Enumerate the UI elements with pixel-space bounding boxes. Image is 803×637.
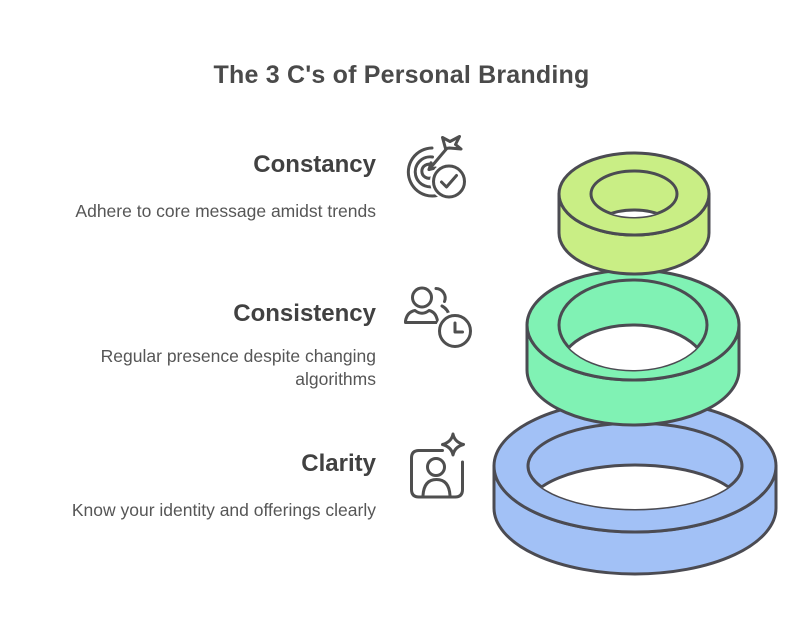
section-heading-clarity: Clarity [301,450,376,477]
check-icon [430,162,467,199]
front-person [404,286,439,324]
section-heading-constancy: Constancy [253,151,376,178]
section-heading-consistency: Consistency [233,300,376,327]
section-description-constancy: Adhere to core message amidst trends [75,201,376,221]
people-clock-icon [404,286,472,348]
badge-frame [410,449,464,499]
target-dart-check-icon [406,135,467,199]
ring-consistency [525,268,741,427]
ring-clarity [492,398,778,576]
ring-constancy [557,151,711,276]
sparkle-icon [441,432,465,457]
person-figure [421,457,452,497]
section-description-clarity: Know your identity and offerings clearly [71,500,376,520]
dart [427,135,463,171]
person-badge-sparkle-icon [410,432,465,499]
page-title: The 3 C's of Personal Branding [213,61,590,89]
section-description-consistency: Regular presence despite changing algori… [100,346,376,389]
clock-icon [435,311,472,348]
